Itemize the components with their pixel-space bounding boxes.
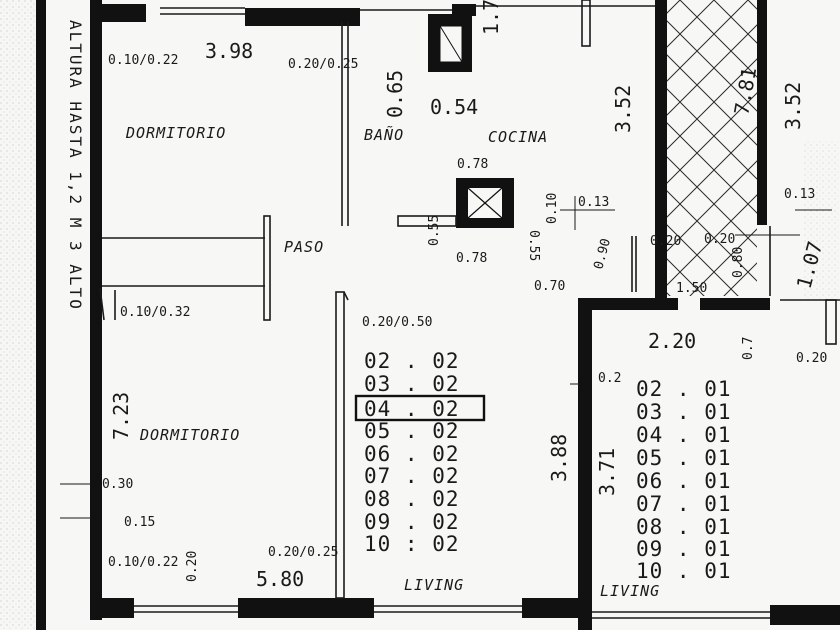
- hatched-shaft: [667, 0, 757, 296]
- margin-note-text: ALTURA HASTA 1,2 M 3 ALTO: [66, 20, 85, 311]
- bottom-wall-right: [522, 598, 582, 618]
- unit-right-3: 05 . 01: [636, 446, 732, 470]
- unit-left-6: 08 . 02: [364, 487, 460, 511]
- top-wall-mid: [245, 8, 360, 26]
- unit-right-8: 10 . 01: [636, 559, 732, 583]
- dim-020c: 0.20: [185, 551, 200, 582]
- left-wall: [90, 0, 102, 620]
- dim-020b: 0.20: [704, 232, 735, 247]
- unit-left-5: 07 . 02: [364, 464, 460, 488]
- dim-020a: 0.20: [650, 234, 681, 249]
- margin-note: ALTURA HASTA 1,2 M 3 ALTO: [66, 20, 85, 311]
- dim-021: 0.2: [598, 371, 621, 386]
- unit-right-0: 02 . 01: [636, 377, 732, 401]
- opening-010-032: 0.10/0.32: [120, 305, 190, 320]
- room-dormitorio-2: DORMITORIO: [139, 426, 240, 444]
- unit-left-8: 10 : 02: [364, 532, 460, 556]
- dim-352a: 3.52: [611, 85, 635, 133]
- dim-398: 3.98: [205, 39, 253, 63]
- right-unit-top-wall-2: [700, 298, 770, 310]
- opening-labels: 0.10/0.22 0.20/0.25 0.10/0.32 0.20/0.50 …: [108, 53, 827, 570]
- dim-078b: 0.78: [456, 251, 487, 266]
- opening-020-025b: 0.20/0.25: [268, 545, 338, 560]
- room-cocina: COCINA: [488, 128, 548, 146]
- opening-020-025a: 0.20/0.25: [288, 57, 358, 72]
- dim-723: 7.23: [109, 392, 133, 440]
- unit-right-5: 07 . 01: [636, 492, 732, 516]
- unit-highlight-box: [354, 394, 486, 422]
- dim-055b: 0.55: [526, 230, 541, 261]
- right-unit-top-wall: [578, 298, 678, 310]
- dim-055a: 0.55: [427, 215, 442, 246]
- unit-list-right: 02 . 01 03 . 01 04 . 01 05 . 01 06 . 01 …: [636, 377, 732, 583]
- unit-list-left: 02 . 02 03 . 02 04 . 02 05 . 02 06 . 02 …: [354, 349, 486, 556]
- unit-right-1: 03 . 01: [636, 400, 732, 424]
- room-paso: PASO: [284, 238, 324, 256]
- dim-054: 0.54: [430, 95, 478, 119]
- unit-right-4: 06 . 01: [636, 469, 732, 493]
- dim-010: 0.10: [545, 193, 560, 224]
- dim-017: 0.7: [741, 337, 756, 360]
- unit-right-2: 04 . 01: [636, 423, 732, 447]
- room-bano: BAÑO: [364, 125, 404, 144]
- unit-left-0: 02 . 02: [364, 349, 460, 373]
- unit-left-7: 09 . 02: [364, 510, 460, 534]
- living-divider-wall: [578, 300, 592, 630]
- kitchen-east-wall: [655, 0, 667, 300]
- dim-030: 0.30: [102, 477, 133, 492]
- top-wall-stub: [452, 4, 476, 16]
- dim-015: 0.15: [124, 515, 155, 530]
- unit-left-3: 05 . 02: [364, 419, 460, 443]
- right-block-wall: [757, 0, 767, 225]
- dim-078a: 0.78: [457, 157, 488, 172]
- scan-grain-right: [804, 140, 840, 300]
- bottom-wall-left: [90, 598, 134, 618]
- scan-grain-left: [0, 0, 36, 630]
- dim-070: 0.70: [534, 279, 565, 294]
- bottom-wall-far-right: [770, 605, 840, 625]
- dim-388: 3.88: [547, 434, 571, 482]
- dim-371: 3.71: [595, 448, 619, 496]
- bottom-wall-mid: [238, 598, 374, 618]
- unit-left-4: 06 . 02: [364, 442, 460, 466]
- unit-right-7: 09 . 01: [636, 537, 732, 561]
- room-labels: DORMITORIO BAÑO COCINA PASO DORMITORIO L…: [125, 124, 660, 600]
- dim-080: 0.80: [731, 247, 746, 278]
- unit-left-2: 04 . 02: [364, 397, 460, 421]
- top-wall-left: [90, 4, 146, 22]
- opening-020-050: 0.20/0.50: [362, 315, 432, 330]
- opening-010-022b: 0.10/0.22: [108, 555, 178, 570]
- unit-right-6: 08 . 01: [636, 515, 732, 539]
- dim-352b: 3.52: [781, 82, 805, 130]
- opening-010-022a: 0.10/0.22: [108, 53, 178, 68]
- dim-013a: 0.13: [578, 195, 609, 210]
- dim-150: 1.50: [676, 281, 707, 296]
- walls: [36, 0, 840, 630]
- room-living-left: LIVING: [404, 576, 464, 594]
- room-dormitorio-1: DORMITORIO: [125, 124, 226, 142]
- dim-065: 0.65: [383, 70, 407, 118]
- unit-left-1: 03 . 02: [364, 372, 460, 396]
- dim-172: 1.72: [479, 0, 503, 35]
- opening-020-right: 0.20: [796, 351, 827, 366]
- ducts: [428, 14, 514, 228]
- outer-left-wall: [36, 0, 46, 630]
- dim-220: 2.20: [648, 329, 696, 353]
- dim-580: 5.80: [256, 567, 304, 591]
- room-living-right: LIVING: [600, 582, 660, 600]
